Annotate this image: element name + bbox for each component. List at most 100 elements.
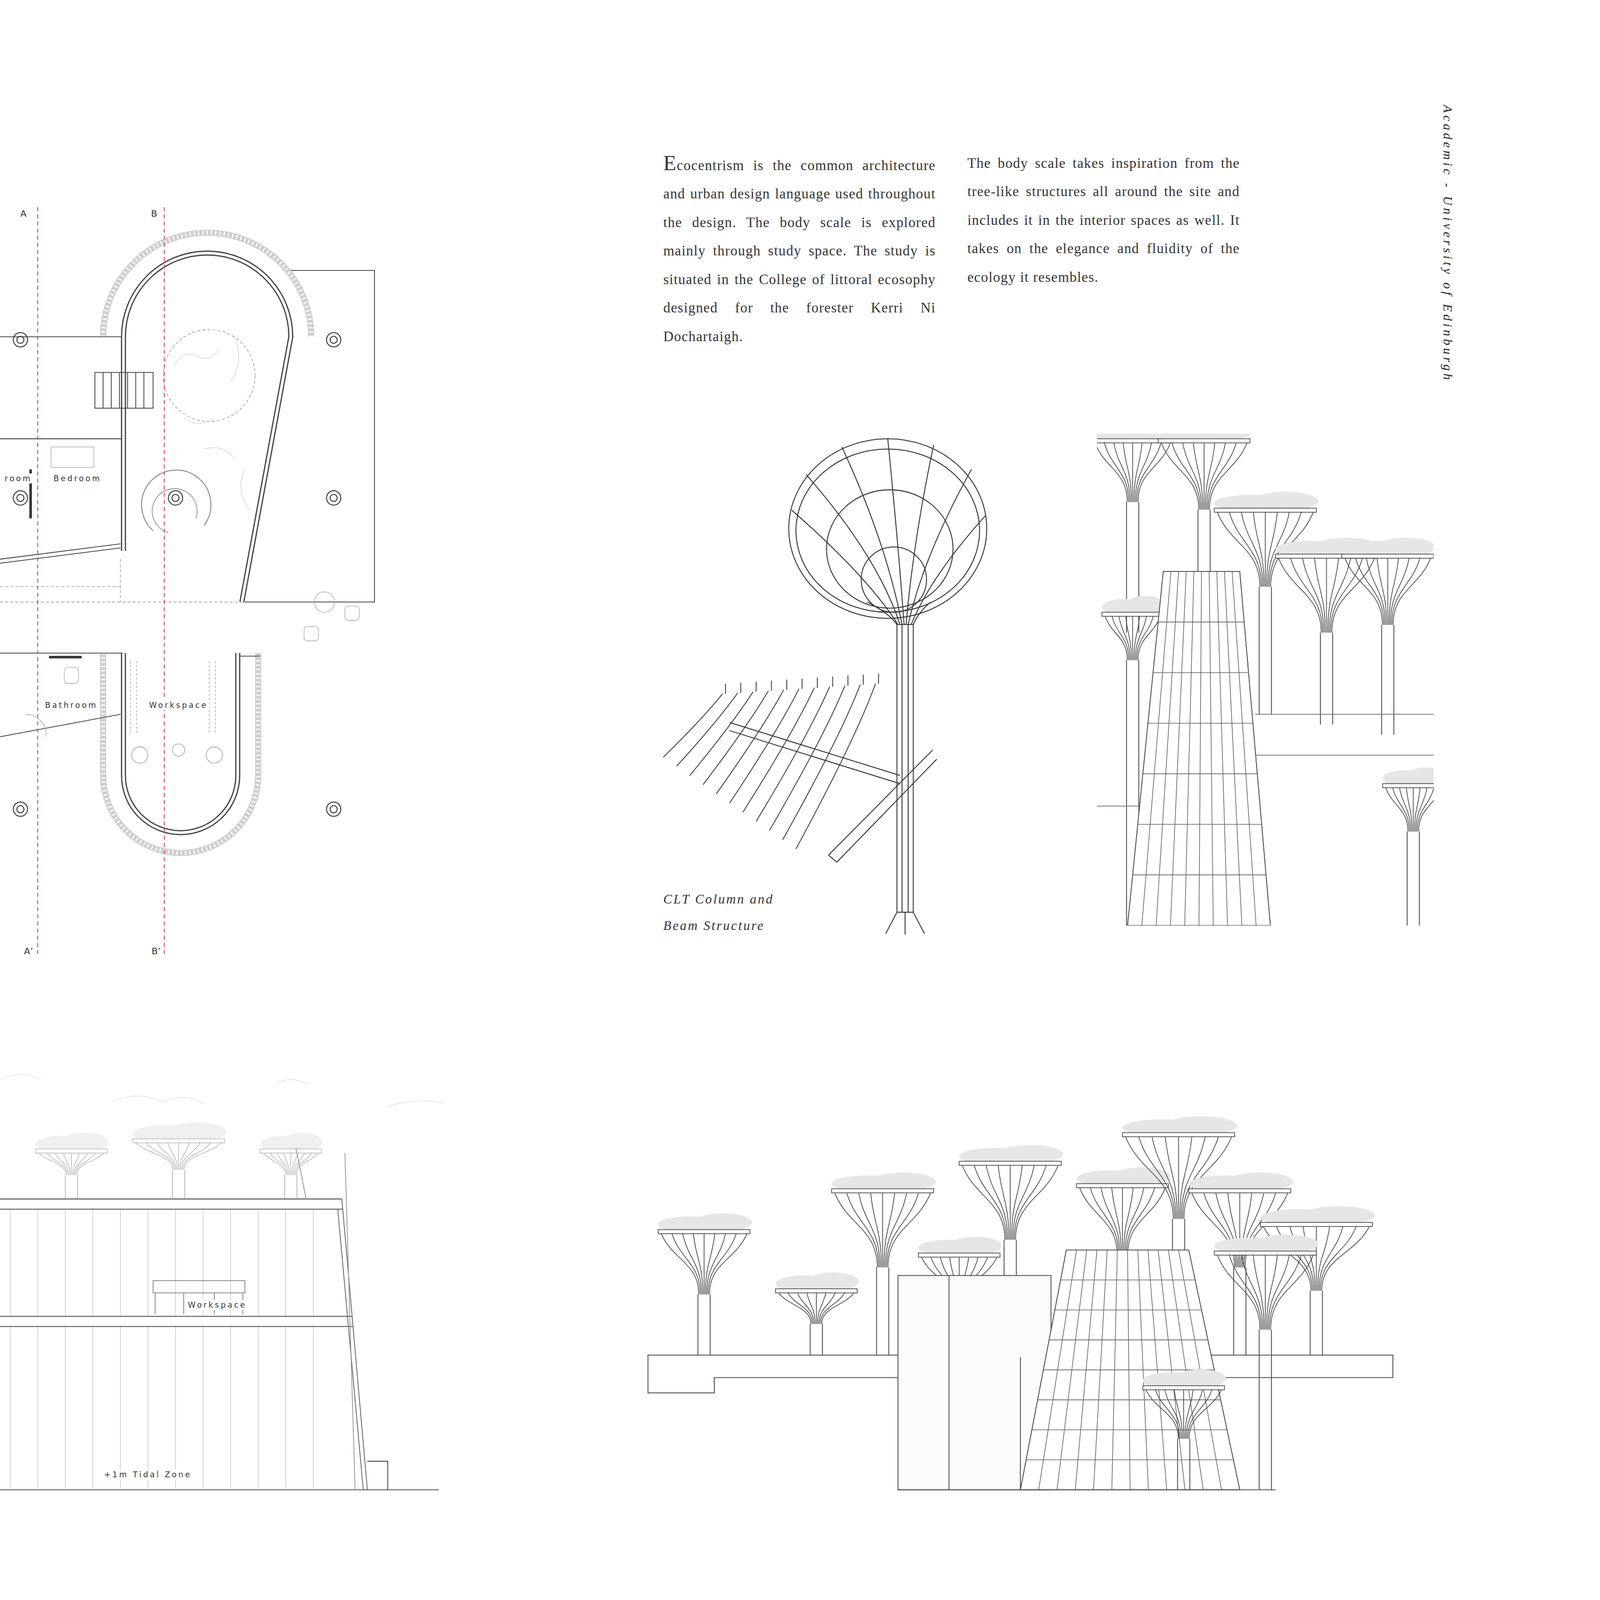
tree-rib [1096, 442, 1171, 503]
canopy-foliage [1252, 491, 1319, 510]
tree-trunk [1381, 624, 1394, 735]
canopy-deck [1101, 612, 1164, 617]
tree-rib [1345, 558, 1431, 626]
canopy-deck [132, 1138, 225, 1143]
clt-column-drawing [902, 624, 909, 913]
pergola-ring [103, 232, 312, 337]
canopy-deck [918, 1252, 1001, 1258]
thin-walls [0, 438, 124, 440]
canopy-foliage [1303, 1205, 1376, 1225]
section-marker: A [20, 207, 27, 219]
column-symbols [13, 332, 28, 347]
canopy-deck [35, 1148, 108, 1154]
stair [94, 372, 211, 533]
canopy-deck [1122, 1132, 1235, 1137]
canopy-foliage [1227, 1172, 1293, 1191]
pergola-ring-inner [103, 653, 259, 853]
canopy-deck [259, 1148, 322, 1154]
clt-column-drawing [788, 438, 987, 619]
clt-column-drawing [791, 438, 986, 625]
clt-column-drawing [826, 489, 953, 609]
canopy-deck [831, 1188, 934, 1193]
tree-branches [173, 336, 250, 510]
tree-rib [1079, 1187, 1166, 1255]
section-lines [37, 207, 39, 955]
dashed-lines [163, 329, 255, 422]
level-label: +1m Tidal Zone [102, 1469, 193, 1480]
block-edge [949, 1275, 1021, 1491]
thin-walls [0, 270, 375, 737]
canopy-foliage [167, 1122, 227, 1141]
floor-plan [0, 207, 375, 955]
canopy-foliage [283, 1132, 323, 1151]
tree-rib [1217, 1255, 1314, 1330]
roof [0, 1199, 343, 1210]
furniture [344, 606, 359, 621]
thin-walls [0, 543, 121, 560]
tree-rib [1191, 1192, 1288, 1268]
stair [141, 470, 211, 531]
furniture [25, 446, 360, 737]
tree-rib [778, 1293, 855, 1325]
column-symbols [13, 490, 28, 505]
column-symbols [13, 801, 28, 816]
clt-column-drawing [795, 448, 980, 613]
clt-column-drawing [897, 624, 914, 913]
room-label: Workspace [147, 700, 210, 711]
column-symbols [330, 494, 338, 502]
mullion-line [10, 1209, 313, 1488]
intro-paragraph: The body scale takes inspiration from th… [967, 149, 1240, 292]
ground [0, 1461, 439, 1491]
room-label: Workspace [186, 1299, 249, 1310]
section-marker: B’ [151, 945, 161, 957]
tree-rib [1105, 616, 1161, 660]
tree-rib [263, 1153, 319, 1175]
column-line [296, 1148, 356, 1490]
tree-trunk [1259, 1329, 1272, 1490]
dashed-lines [119, 559, 121, 603]
stair [103, 372, 144, 409]
tree-rib [135, 1142, 222, 1170]
tree-trunk [1407, 831, 1420, 926]
canopy-foliage [1174, 1369, 1227, 1388]
tower-louvres [1127, 571, 1271, 926]
pergola-ring-inner [103, 232, 312, 853]
section-marker: A’ [24, 945, 34, 957]
furniture [51, 446, 94, 468]
tree-trunk [172, 1169, 185, 1200]
louvre-line [1127, 571, 1271, 926]
canopy-deck [1076, 1183, 1169, 1188]
facade [337, 1199, 368, 1491]
cross-beam [828, 749, 937, 863]
tree-rib [1145, 1389, 1222, 1439]
column-symbols [168, 490, 183, 505]
tower-body [1127, 571, 1271, 926]
tree-trunk [876, 1267, 889, 1358]
pergola-ring-inner [103, 232, 312, 337]
furniture [314, 592, 335, 613]
tree-trunk [1310, 1290, 1323, 1357]
floor-slab [0, 1316, 354, 1327]
tree-trunk [697, 1294, 711, 1358]
thin-walls [0, 652, 124, 654]
planters [130, 661, 223, 764]
canopy-foliage [1252, 1234, 1319, 1253]
tree-rib [834, 1192, 931, 1268]
mullions [10, 1209, 313, 1488]
rafters [663, 673, 879, 850]
column-symbols [330, 805, 338, 813]
thin-walls [244, 270, 375, 603]
stair [152, 488, 198, 533]
column-symbols [16, 494, 25, 502]
section-drawing [0, 1074, 444, 1491]
planters [131, 747, 149, 764]
tree-rib [38, 1153, 104, 1175]
canopy-deck [775, 1288, 858, 1294]
canopy-foliage [949, 1236, 1003, 1256]
canopy-foliage [1164, 1116, 1237, 1135]
canopy-deck [1260, 1222, 1373, 1227]
thin-walls [0, 714, 121, 737]
column-symbols [13, 332, 341, 816]
tree-trunk [1320, 632, 1333, 725]
